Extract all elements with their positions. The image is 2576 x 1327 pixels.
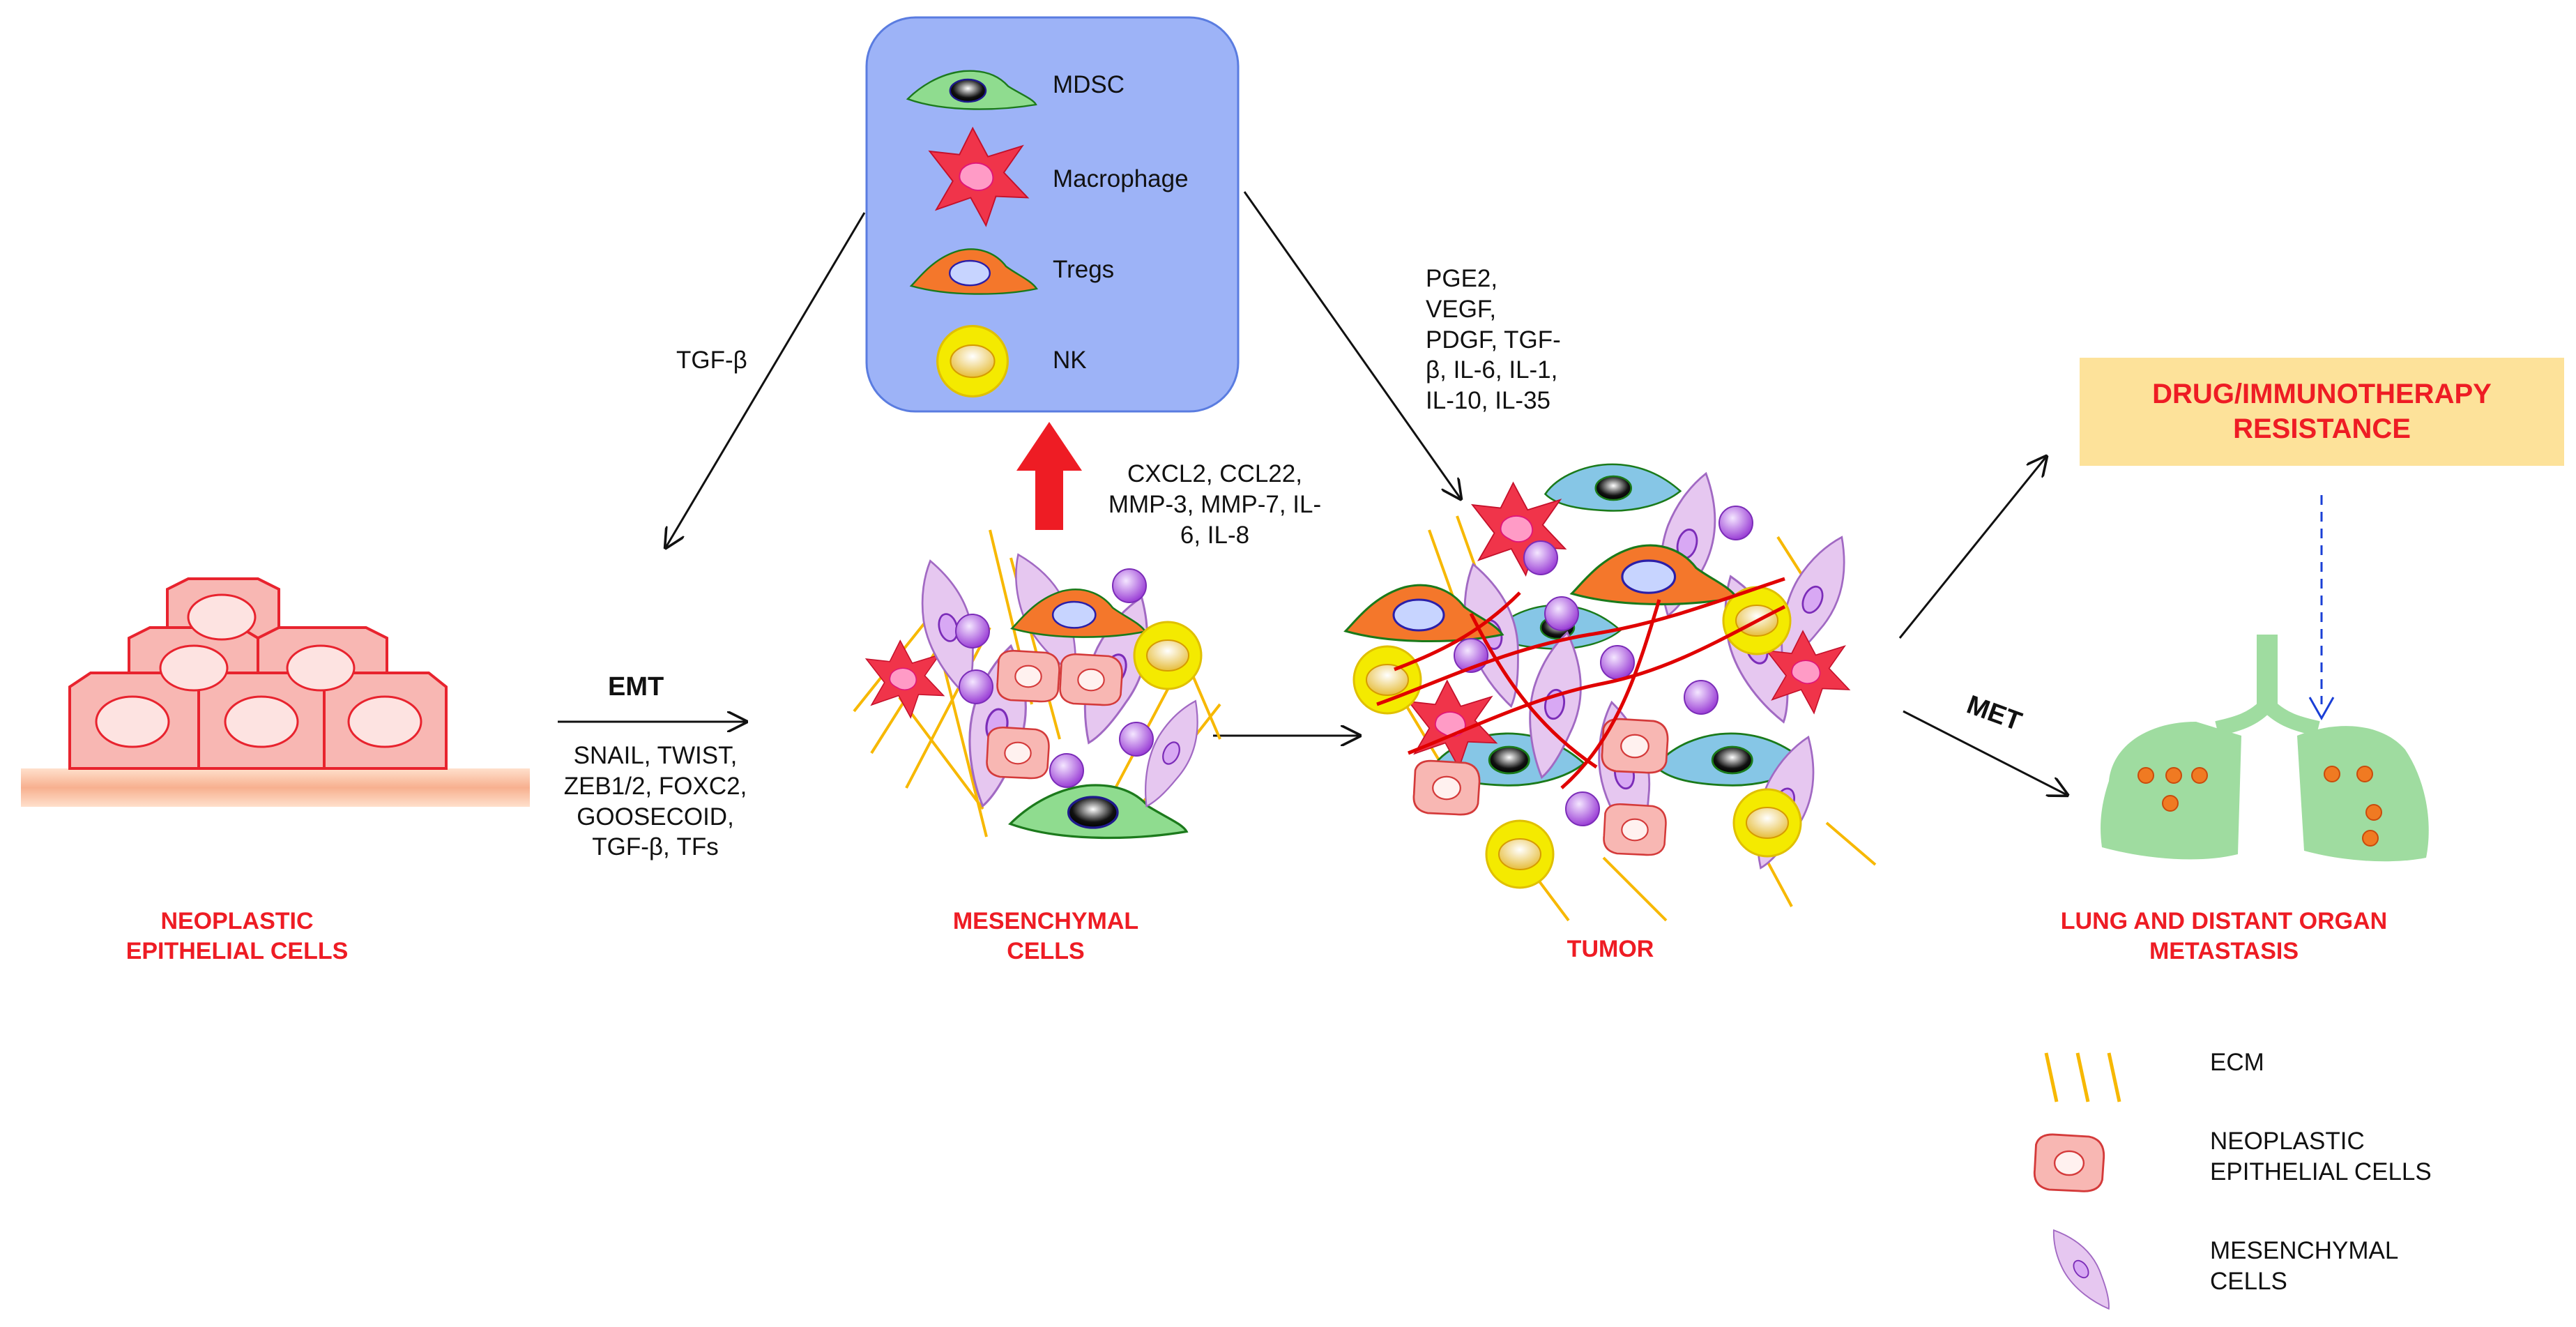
legend-tregs-label: Tregs [1053, 256, 1115, 283]
tgf-beta-label: TGF-β [676, 347, 747, 374]
ecm-key-icon [2044, 1052, 2059, 1102]
met-label: MET [1963, 690, 2026, 737]
legend-mdsc-label: MDSC [1053, 71, 1125, 98]
resistance-text: DRUG/IMMUNOTHERAPY RESISTANCE [2152, 379, 2492, 444]
key [2033, 1052, 2123, 1319]
tgf-arrow [666, 212, 866, 547]
met-arrow [1903, 710, 2067, 795]
emt-factors: SNAIL, TWIST, ZEB1/2, FOXC2, GOOSECOID, … [563, 742, 747, 861]
tumor-stage-label: TUMOR [1567, 936, 1654, 962]
legend-macrophage-label: Macrophage [1053, 165, 1189, 192]
epithelial-cells-stack [21, 577, 530, 807]
tumor-cluster [1344, 463, 1877, 922]
cytokine-arrow [1243, 191, 1461, 499]
cytokines-label: PGE2, VEGF, PDGF, TGF- β, IL-6, IL-1, IL… [1426, 265, 1561, 414]
epithelial-stage-label: NEOPLASTIC EPITHELIAL CELLS [125, 908, 349, 964]
legend-nk-label: NK [1053, 347, 1087, 374]
resistance-box [2080, 358, 2564, 466]
key-mesenchymal-label: MESENCHYMAL CELLS [2210, 1237, 2399, 1295]
mesenchymal-cluster [853, 529, 1221, 840]
dashed-arrow [2308, 495, 2335, 721]
chemokines-label: CXCL2, CCL22, MMP-3, MMP-7, IL- 6, IL-8 [1108, 460, 1322, 549]
arrows [558, 191, 2067, 795]
mesenchymal-stage-label: MESENCHYMAL CELLS [952, 908, 1139, 964]
key-epithelial-label: NEOPLASTIC EPITHELIAL CELLS [2210, 1128, 2432, 1185]
emt-label: EMT [608, 672, 664, 702]
key-ecm-label: ECM [2210, 1049, 2264, 1076]
metastasis-stage-label: LUNG AND DISTANT ORGAN METASTASIS [2060, 908, 2388, 964]
lung-illustration [2101, 635, 2429, 862]
immune-cells-box [865, 16, 1240, 413]
recruitment-arrow [1016, 422, 1082, 530]
resistance-arrow [1898, 457, 2046, 639]
